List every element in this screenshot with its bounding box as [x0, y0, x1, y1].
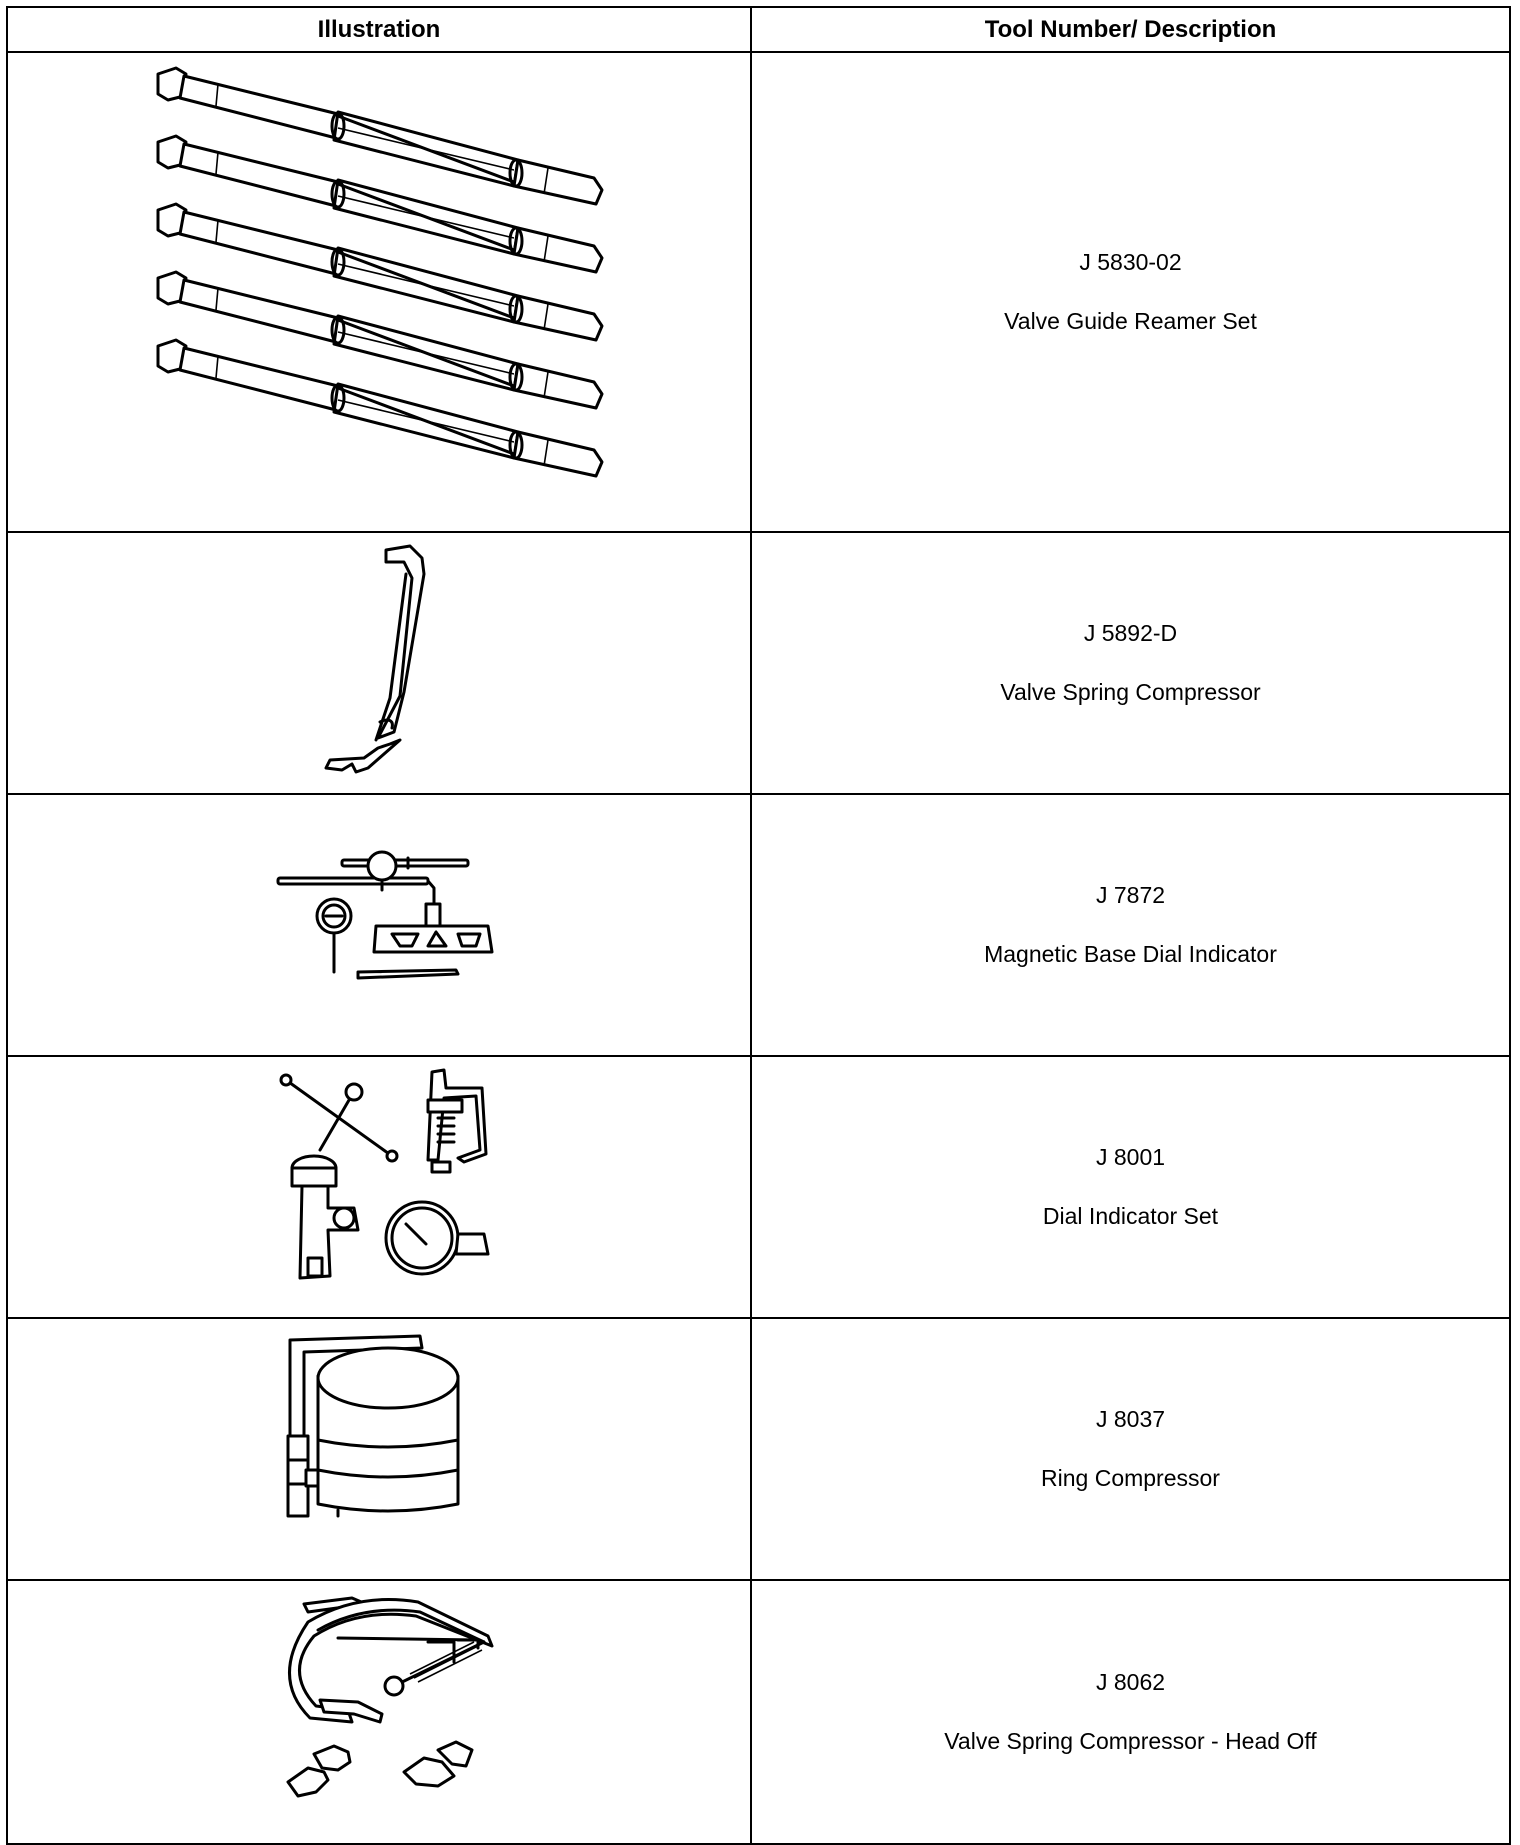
magnetic-base-dial-indicator-icon — [276, 850, 494, 980]
header-illustration: Illustration — [6, 6, 752, 53]
tool-cell: J 5830-02 Valve Guide Reamer Set — [750, 51, 1511, 533]
table-row: J 5892-D Valve Spring Compressor — [6, 531, 1511, 795]
illustration-cell — [6, 51, 752, 533]
valve-guide-reamer-set-icon — [156, 66, 604, 478]
tool-cell: J 8037 Ring Compressor — [750, 1317, 1511, 1581]
table-row: J 5830-02 Valve Guide Reamer Set — [6, 51, 1511, 533]
valve-spring-compressor-icon — [324, 544, 426, 774]
tool-description: Magnetic Base Dial Indicator — [984, 941, 1277, 967]
table-row: J 8037 Ring Compressor — [6, 1317, 1511, 1581]
tool-number: J 7872 — [1095, 882, 1166, 908]
dial-indicator-set-icon — [279, 1068, 490, 1280]
tool-cell: J 8001 Dial Indicator Set — [750, 1055, 1511, 1319]
tool-number: J 8037 — [1095, 1406, 1166, 1432]
valve-spring-compressor-head-off-icon — [286, 1596, 494, 1798]
illustration-cell — [6, 1317, 752, 1581]
table-row: J 7872 Magnetic Base Dial Indicator — [6, 793, 1511, 1057]
tool-description: Valve Spring Compressor - Head Off — [944, 1728, 1317, 1754]
illustration-cell — [6, 793, 752, 1057]
table-row: J 8001 Dial Indicator Set — [6, 1055, 1511, 1319]
tool-cell: J 7872 Magnetic Base Dial Indicator — [750, 793, 1511, 1057]
tool-description: Dial Indicator Set — [1042, 1203, 1219, 1229]
tool-cell: J 8062 Valve Spring Compressor - Head Of… — [750, 1579, 1511, 1845]
header-row: Illustration Tool Number/ Description — [6, 6, 1511, 53]
tool-cell: J 5892-D Valve Spring Compressor — [750, 531, 1511, 795]
tool-description: Valve Guide Reamer Set — [1004, 308, 1257, 334]
illustration-cell — [6, 531, 752, 795]
tool-number: J 5892-D — [1083, 620, 1178, 646]
tool-number: J 8062 — [1095, 1669, 1166, 1695]
tool-number: J 8001 — [1095, 1144, 1166, 1170]
header-tool-number: Tool Number/ Description — [750, 6, 1511, 53]
tool-description: Valve Spring Compressor — [1000, 679, 1261, 705]
tool-number: J 5830-02 — [1079, 249, 1182, 275]
special-tools-table: Illustration Tool Number/ Description — [6, 6, 1511, 1845]
table-row: J 8062 Valve Spring Compressor - Head Of… — [6, 1579, 1511, 1845]
ring-compressor-icon — [286, 1334, 460, 1518]
illustration-cell — [6, 1055, 752, 1319]
tool-description: Ring Compressor — [1041, 1465, 1220, 1491]
illustration-cell — [6, 1579, 752, 1845]
